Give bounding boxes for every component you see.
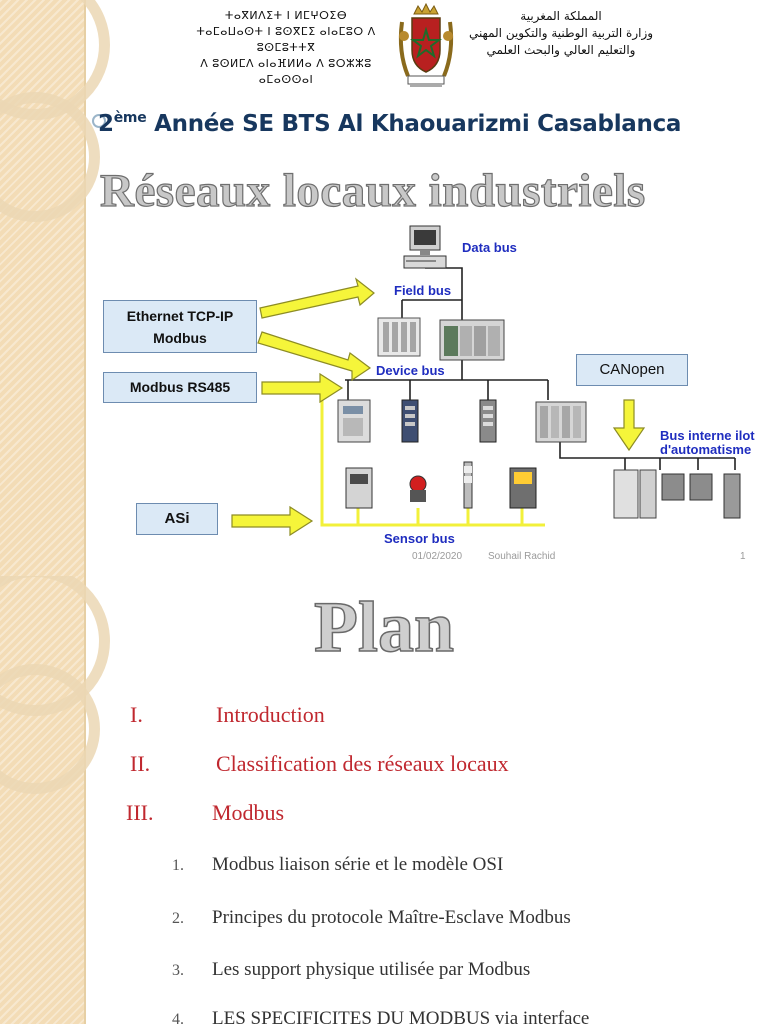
- sensor-device-icon: [345, 467, 373, 509]
- toc-subitem-text: LES SPECIFICITES DU MODBUS via interface: [212, 1008, 590, 1024]
- slide-1: ⵜⴰⴳⵍⴷⵉⵜ ⵏ ⵍⵎⵖⵔⵉⴱ ⵜⴰⵎⴰⵡⴰⵙⵜ ⵏ ⵓⵙⴳⵎⵉ ⴰⵏⴰⵎⵓⵔ…: [0, 0, 755, 576]
- side-decor-edge: [84, 576, 86, 1024]
- class-prefix: 2: [98, 111, 114, 137]
- network-diagram: [231, 225, 741, 537]
- class-sup: ème: [113, 110, 147, 126]
- asi-box: ASi: [136, 503, 218, 535]
- toc-subitem-number: 4.: [172, 1011, 184, 1024]
- computer-icon: [403, 225, 447, 269]
- signal-tower-icon: [463, 461, 473, 509]
- header-tifinagh-line: ⴷ ⵓⵙⵍⵎⴷ ⴰⵏⴰⴼⵍⵍⴰ ⴷ ⵓⵔⵣⵣⵓ ⴰⵎⴰⵙⵙⴰⵏ: [200, 57, 372, 86]
- decor-ring: [0, 664, 100, 794]
- toc-item-text: Introduction: [216, 702, 325, 727]
- arrow-modbus-rs485: [261, 372, 344, 404]
- bus-interne-label-line2: d'automatisme: [660, 442, 752, 457]
- sensor-bus-line: [320, 380, 545, 527]
- class-title: 2ème Année SE BTS Al Khaouarizmi Casabla…: [98, 110, 681, 137]
- header-arabic-line: المملكة المغربية: [520, 9, 602, 23]
- toc-subitem: 4. LES SPECIFICITES DU MODBUS via interf…: [0, 1008, 768, 1024]
- footer-date: 01/02/2020: [412, 551, 463, 562]
- toc-subitem: 3. Les support physique utilisée par Mod…: [0, 959, 768, 987]
- slide-title: Réseaux locaux industriels: [99, 164, 646, 217]
- arrow-canopen: [612, 399, 646, 452]
- header-tifinagh-line: ⵜⴰⴳⵍⴷⵉⵜ ⵏ ⵍⵎⵖⵔⵉⴱ: [224, 9, 348, 22]
- toc-item-text: Classification des réseaux locaux: [216, 751, 509, 776]
- ethernet-box-line2: Modbus: [153, 330, 207, 346]
- toc-item: III. Modbus: [0, 800, 768, 830]
- proximity-sensor-icon: [509, 467, 537, 509]
- canopen-box: CANopen: [576, 354, 688, 386]
- toc-item-number: III.: [126, 800, 154, 825]
- toc-subitem-number: 2.: [172, 910, 184, 927]
- toc-subitem: 2. Principes du protocole Maître-Esclave…: [0, 907, 768, 935]
- field-bus-label: Field bus: [394, 283, 452, 298]
- drive-icon: [337, 399, 371, 443]
- toc-item-number: II.: [130, 751, 151, 776]
- internal-bus-taps: [624, 458, 736, 470]
- arrow-ethernet-devicebus: [257, 331, 372, 382]
- footer-page-number: 1: [740, 551, 746, 562]
- bullet-ring-icon: [92, 114, 106, 128]
- header-arabic-text: المملكة المغربية وزارة التربية الوطنية و…: [456, 8, 666, 59]
- arrows: [231, 277, 646, 537]
- header-arabic-line: وزارة التربية الوطنية والتكوين المهني: [468, 26, 654, 40]
- bus-interne-label-line1: Bus interne ilot: [660, 428, 755, 443]
- toc-subitem-number: 3.: [172, 962, 184, 979]
- device-bus-taps: [347, 380, 549, 400]
- toc-subitem-number: 1.: [172, 857, 184, 874]
- toc-item-text: Modbus: [212, 800, 285, 825]
- toc-subitem-text: Principes du protocole Maître-Esclave Mo…: [212, 907, 571, 928]
- io-island-icon: [535, 401, 587, 443]
- decor-ring: [0, 92, 100, 222]
- arrow-ethernet-fieldbus: [259, 277, 375, 319]
- header-tifinagh-line: ⵜⴰⵎⴰⵡⴰⵙⵜ ⵏ ⵓⵙⴳⵎⵉ ⴰⵏⴰⵎⵓⵔ ⴷ ⵓⵙⵎⵓⵜⵜⴳ: [196, 25, 376, 54]
- toc-subitem: 1. Modbus liaison série et le modèle OSI: [0, 854, 768, 882]
- modbus-rs485-box: Modbus RS485: [103, 372, 257, 403]
- toc-subitem-text: Modbus liaison série et le modèle OSI: [212, 854, 504, 875]
- toc-item-number: I.: [130, 702, 143, 727]
- push-button-icon: [409, 475, 427, 502]
- header-arabic-line: والتعليم العالي والبحث العلمي: [486, 43, 636, 57]
- io-module-icon: [401, 399, 419, 443]
- coat-of-arms-icon: [398, 2, 454, 87]
- data-bus-label: Data bus: [462, 240, 517, 255]
- plan-title: Plan: [313, 586, 455, 668]
- class-rest: Année SE BTS Al Khaouarizmi Casablanca: [146, 111, 682, 137]
- device-bus-label: Device bus: [376, 363, 445, 378]
- toc-subitem-text: Les support physique utilisée par Modbus: [212, 959, 531, 980]
- ethernet-box-line1: Ethernet TCP-IP: [126, 308, 234, 324]
- internal-bus-line: [559, 442, 735, 459]
- internal-device-icon: [613, 469, 741, 519]
- sensor-bus-taps: [356, 508, 524, 525]
- footer-author: Souhail Rachid: [488, 551, 556, 562]
- plc-icon: [377, 317, 421, 357]
- slide-2: Plan I. Introduction II. Classification …: [0, 576, 768, 1024]
- toc-item: I. Introduction: [0, 702, 768, 732]
- sensor-bus-label: Sensor bus: [384, 531, 455, 546]
- ethernet-modbus-box: Ethernet TCP-IP Modbus: [103, 300, 257, 353]
- arrow-asi: [231, 505, 314, 537]
- toc-item: II. Classification des réseaux locaux: [0, 751, 768, 781]
- io-module-icon: [479, 399, 497, 443]
- side-decor-edge: [84, 0, 86, 576]
- header-tifinagh-text: ⵜⴰⴳⵍⴷⵉⵜ ⵏ ⵍⵎⵖⵔⵉⴱ ⵜⴰⵎⴰⵡⴰⵙⵜ ⵏ ⵓⵙⴳⵎⵉ ⴰⵏⴰⵎⵓⵔ…: [186, 8, 386, 88]
- sensor-bus-lines: [320, 380, 545, 527]
- plc-rack-icon: [439, 319, 505, 361]
